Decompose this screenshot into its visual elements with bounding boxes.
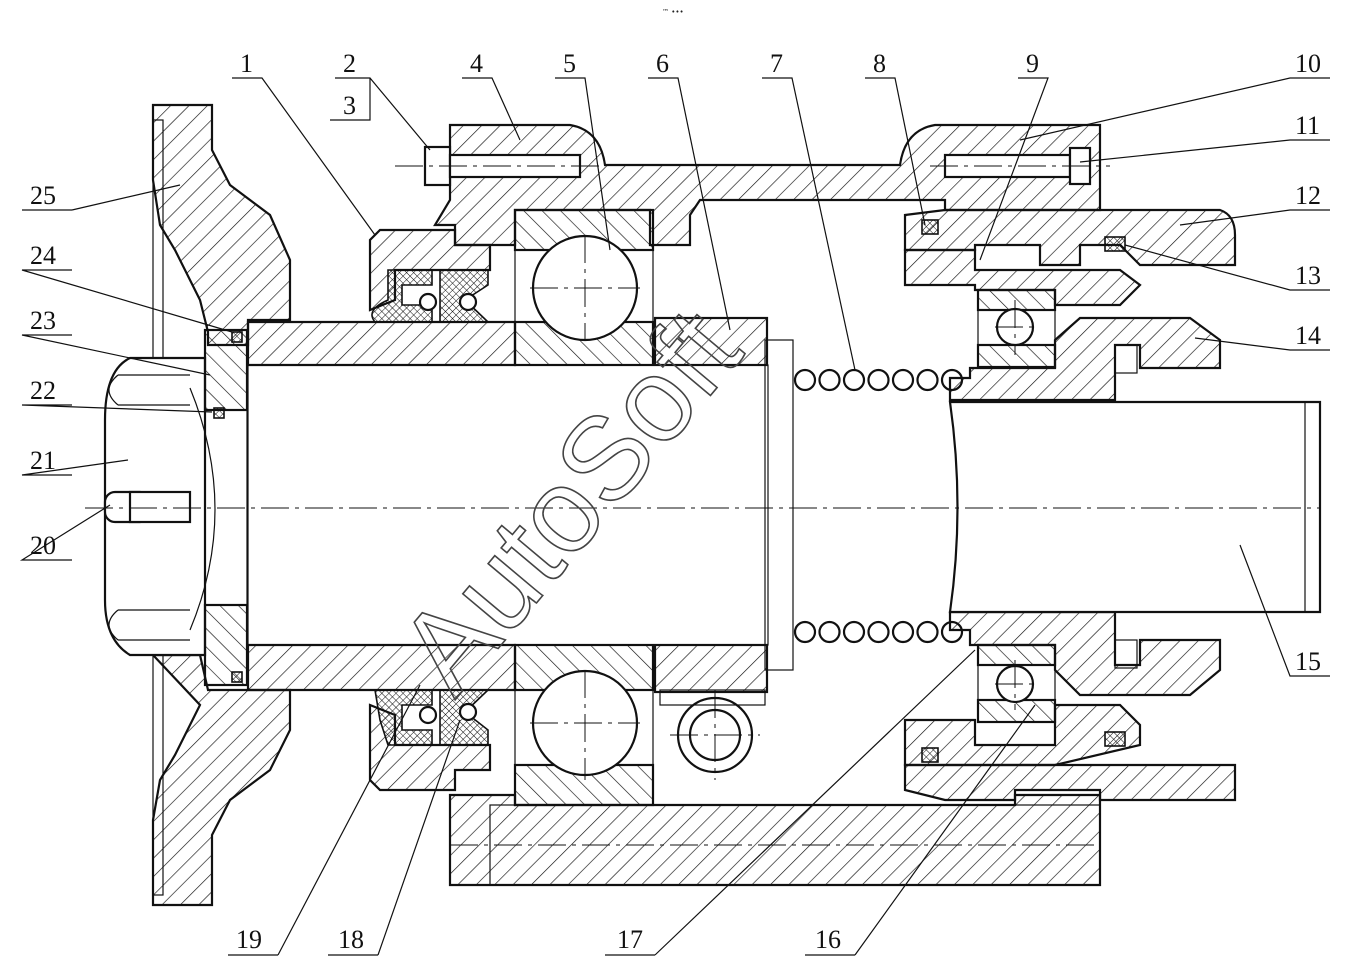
sleeve-part-9: [903, 248, 1142, 767]
spacer-part-6: [653, 316, 769, 774]
label-24: 24: [30, 241, 56, 270]
spring-coil: [891, 368, 915, 392]
spring-coil: [842, 368, 866, 392]
output-shaft-part-15: [948, 400, 1322, 614]
o-rings-8-13: [921, 219, 1126, 763]
label-11: 11: [1295, 111, 1320, 140]
spring-part-7: [793, 368, 964, 392]
bolt-part-2: [395, 145, 600, 187]
label-5: 5: [563, 49, 576, 78]
washer-part-23: [203, 328, 249, 687]
spring-part-7-lower: [793, 620, 964, 644]
label-15: 15: [1295, 647, 1321, 676]
label-12: 12: [1295, 181, 1321, 210]
label-3: 3: [343, 91, 356, 120]
label-23: 23: [30, 306, 56, 335]
label-4: 4: [470, 49, 483, 78]
label-14: 14: [1295, 321, 1321, 350]
spring-coil: [793, 620, 817, 644]
center-lines: [85, 235, 1320, 780]
oil-seal-part-18: [371, 269, 490, 323]
spring-coil: [818, 368, 841, 392]
right-housing-part-12: [903, 208, 1237, 802]
label-7: 7: [770, 49, 783, 78]
label-16: 16: [815, 925, 841, 954]
label-21: 21: [30, 446, 56, 475]
label-13: 13: [1295, 261, 1321, 290]
label-6: 6: [656, 49, 669, 78]
label-2: 2: [343, 49, 356, 78]
label-19: 19: [236, 925, 262, 954]
oil-seal-part-19: [374, 689, 490, 746]
spring-coil: [793, 368, 817, 392]
bolt-part-11: [930, 146, 1110, 186]
part-labels: 1 2 3 4 5 6 7 8 9 10 11 12 13 14 15 16 1…: [30, 49, 1321, 954]
spring-coil: [818, 620, 841, 644]
spring-coil: [916, 368, 939, 392]
label-25: 25: [30, 181, 56, 210]
header-mark: ™ •••: [662, 8, 684, 16]
label-22: 22: [30, 376, 56, 405]
label-17: 17: [617, 925, 643, 954]
hub-part-14-sleeve: [948, 316, 1222, 697]
o-rings-22-24: [213, 331, 243, 683]
spring-coil: [891, 620, 915, 644]
spring-coil: [842, 620, 866, 644]
spring-coil: [867, 620, 890, 644]
spring-coil: [867, 368, 890, 392]
spring-coil: [916, 620, 939, 644]
shaft-sleeve-part-1: [246, 320, 794, 692]
label-9: 9: [1026, 49, 1039, 78]
leader-lines: [19, 77, 1330, 956]
label-10: 10: [1295, 49, 1321, 78]
label-8: 8: [873, 49, 886, 78]
label-20: 20: [30, 531, 56, 560]
hub-nut-part-21: [103, 356, 216, 657]
label-18: 18: [338, 925, 364, 954]
label-1: 1: [240, 49, 253, 78]
